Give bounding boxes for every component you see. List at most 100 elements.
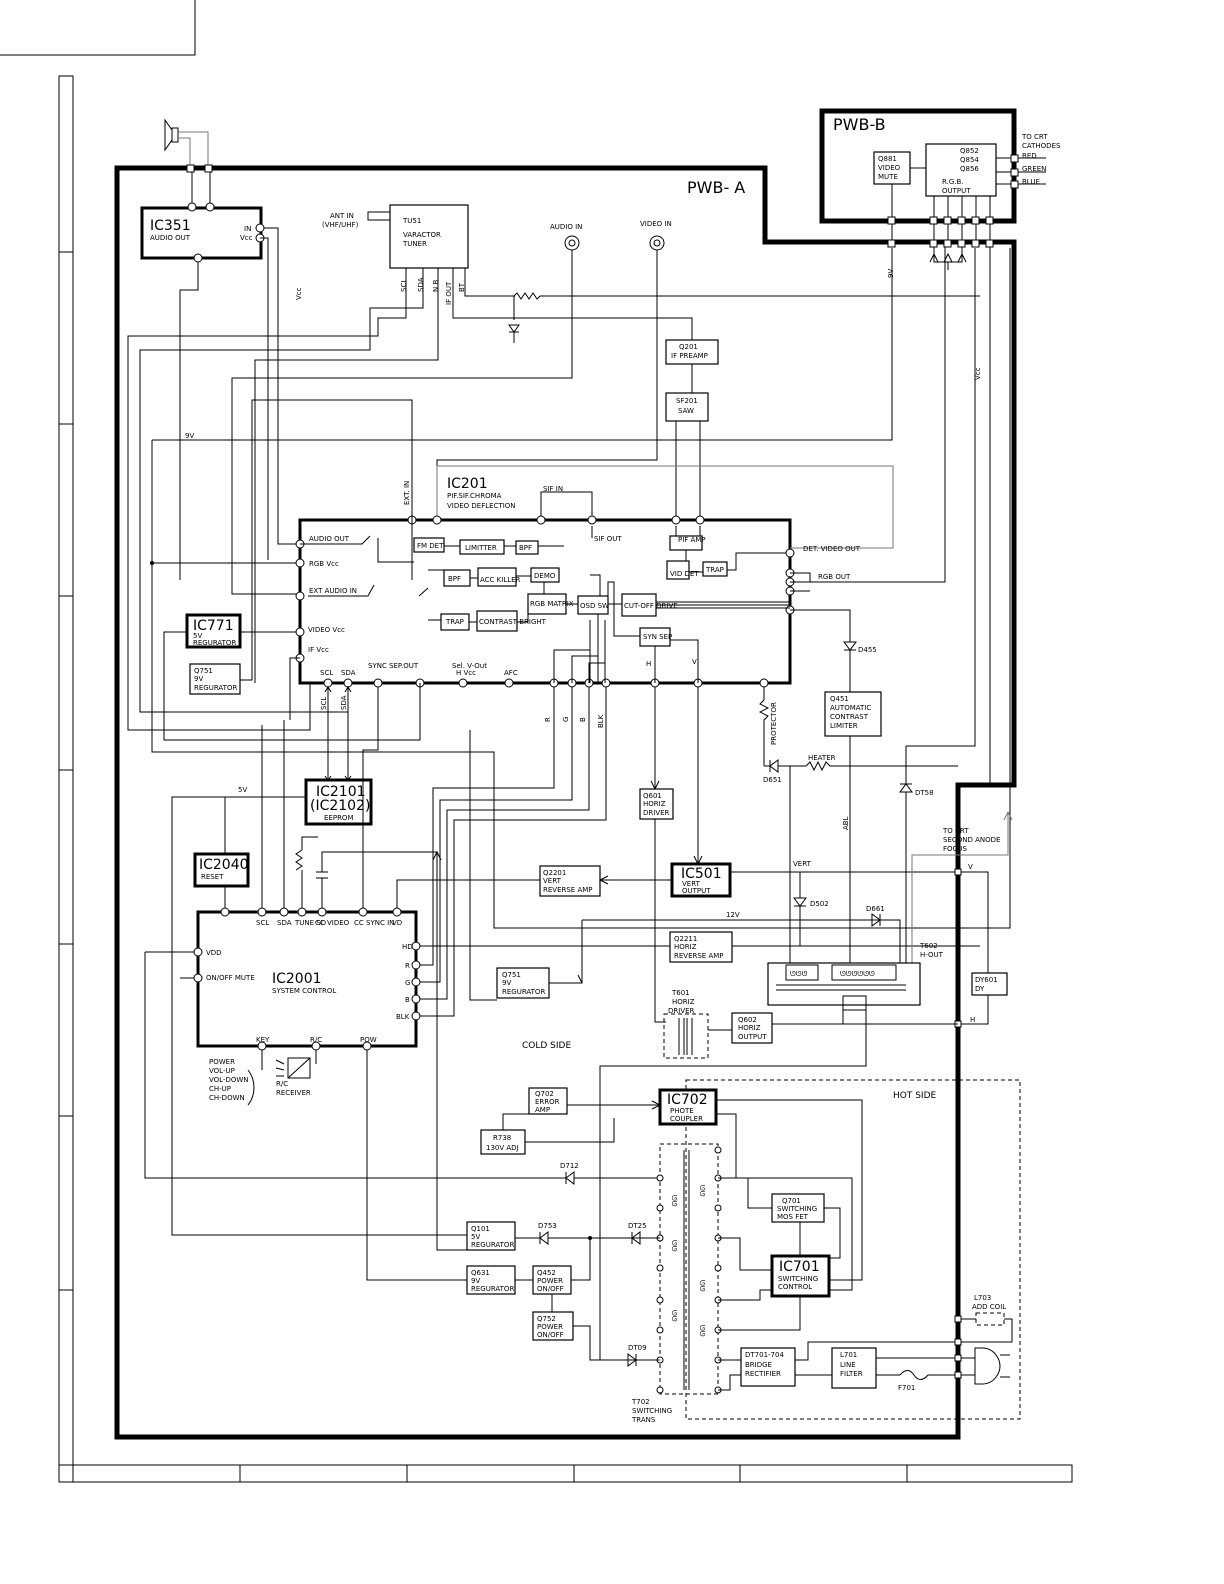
v-label-dy: V — [968, 863, 973, 871]
t602-block — [767, 962, 921, 1006]
tu51-block — [389, 204, 469, 269]
svg-text:9V: 9V — [502, 979, 511, 987]
svg-text:LIMITTER: LIMITTER — [465, 544, 497, 552]
svg-text:PHOTE: PHOTE — [670, 1107, 694, 1115]
svg-text:R: R — [544, 717, 552, 722]
d455-label: D455 — [858, 646, 877, 654]
svg-text:LINE: LINE — [840, 1361, 856, 1369]
svg-text:5V: 5V — [193, 632, 202, 640]
svg-text:IC701: IC701 — [779, 1259, 820, 1275]
svg-text:ERROR: ERROR — [535, 1098, 560, 1106]
crt-anode-label: FOCUS — [943, 845, 968, 853]
q601-block — [639, 788, 674, 820]
svg-text:TUNE SD: TUNE SD — [294, 919, 326, 927]
svg-text:CH-DOWN: CH-DOWN — [209, 1094, 245, 1102]
svg-text:VD: VD — [392, 919, 402, 927]
svg-text:POWER: POWER — [537, 1323, 563, 1331]
svg-text:BPF: BPF — [519, 544, 532, 552]
svg-text:130V ADJ: 130V ADJ — [486, 1144, 519, 1152]
svg-text:SYN SEP: SYN SEP — [643, 633, 672, 641]
vcc-label-vertical: Vcc — [974, 367, 982, 380]
q451-block — [824, 691, 882, 737]
svg-text:SCL: SCL — [320, 669, 333, 677]
svg-text:Q451: Q451 — [830, 695, 849, 703]
q201-name: Q201 — [679, 343, 698, 351]
svg-text:Q601: Q601 — [643, 792, 662, 800]
svg-text:ᘎᘎ: ᘎᘎ — [670, 1195, 678, 1207]
svg-text:G: G — [562, 717, 570, 722]
ic351-pin-in: IN — [244, 225, 251, 233]
svg-text:SDA: SDA — [417, 277, 425, 292]
svg-text:ᘎᘎ: ᘎᘎ — [670, 1240, 678, 1252]
t602-coil: ᘎᘎᘎ — [790, 970, 808, 978]
fm-det-block — [413, 537, 445, 553]
heater-label: HEATER — [808, 754, 836, 762]
q2201-block — [539, 865, 601, 897]
svg-text:ON/OFF MUTE: ON/OFF MUTE — [206, 974, 255, 982]
cold-side-label: COLD SIDE — [522, 1041, 571, 1051]
d651-label: D651 — [763, 776, 782, 784]
svg-text:REGURATOR: REGURATOR — [193, 639, 236, 647]
q852-block — [925, 143, 997, 197]
svg-text:N B: N B — [432, 280, 440, 292]
ic501-block — [670, 862, 732, 898]
svg-text:Q602: Q602 — [738, 1016, 757, 1024]
svg-text:BRIDGE: BRIDGE — [745, 1361, 772, 1369]
color-green: GREEN — [1022, 165, 1046, 173]
tuner-pins: SCL SDA N B IF OUT BT — [400, 277, 466, 305]
dt25-label: DT25 — [628, 1222, 647, 1230]
svg-text:Q751: Q751 — [194, 667, 213, 675]
svg-text:ᘎᘎ: ᘎᘎ — [670, 1310, 678, 1322]
h-label-dy: H — [970, 1016, 975, 1024]
svg-text:R.G.B.: R.G.B. — [942, 178, 964, 186]
ic2001-bottom-pins: KEY R/C POW — [256, 1036, 377, 1051]
svg-text:(IC2102): (IC2102) — [310, 798, 370, 814]
bottom-ruler-ticks — [239, 1465, 908, 1482]
svg-text:Q854: Q854 — [960, 156, 979, 164]
hot-side-label: HOT SIDE — [893, 1091, 937, 1101]
hot-side-area — [685, 1079, 1021, 1420]
d661-label: D661 — [866, 905, 885, 913]
ic201-sif-out: SIF OUT — [594, 535, 622, 543]
speaker-icon — [164, 118, 209, 168]
svg-text:AFC: AFC — [504, 669, 518, 677]
speaker-connector — [204, 164, 213, 173]
svg-text:H Vcc: H Vcc — [456, 669, 476, 677]
t702-name: T702 — [631, 1398, 650, 1406]
svg-text:BLK: BLK — [396, 1013, 410, 1021]
l703-name: L703 — [974, 1294, 991, 1302]
f701-label: F701 — [898, 1384, 915, 1392]
svg-text:REGURATOR: REGURATOR — [502, 988, 545, 996]
q2211-block — [669, 931, 733, 963]
svg-text:IF OUT: IF OUT — [445, 281, 453, 305]
svg-text:BT: BT — [458, 282, 466, 292]
svg-text:VOL-DOWN: VOL-DOWN — [209, 1076, 249, 1084]
rc-receiver-icon — [287, 1057, 311, 1079]
ic201-audio-out: AUDIO OUT — [309, 535, 350, 543]
9v-label-vertical: 9V — [887, 269, 895, 278]
svg-text:ᘎᘎ: ᘎᘎ — [698, 1325, 706, 1337]
d753-label: D753 — [538, 1222, 557, 1230]
q101-block — [466, 1221, 516, 1251]
contrast-bright-block — [476, 610, 518, 632]
q631-block — [466, 1265, 516, 1295]
svg-text:HORIZ: HORIZ — [738, 1024, 761, 1032]
svg-text:IC2101: IC2101 — [316, 784, 366, 800]
ic201-desc: PIF.SIF.CHROMA — [447, 492, 502, 500]
h-label: H — [646, 660, 651, 668]
svg-text:SWITCHING: SWITCHING — [777, 1205, 817, 1213]
q602-block — [731, 1012, 773, 1044]
svg-text:IC2040: IC2040 — [199, 857, 249, 873]
dy601-block — [971, 972, 1008, 996]
svg-text:Q2211: Q2211 — [674, 935, 697, 943]
ic2040-block — [193, 852, 250, 888]
ic351-desc: AUDIO OUT — [150, 234, 191, 242]
svg-text:SYNC SEP.OUT: SYNC SEP.OUT — [368, 662, 419, 670]
sf201-name: SF201 — [676, 397, 698, 405]
svg-text:OUTPUT: OUTPUT — [682, 887, 711, 895]
svg-text:R/C: R/C — [310, 1036, 322, 1044]
svg-text:ᘎᘎ: ᘎᘎ — [698, 1280, 706, 1292]
svg-text:AUTOMATIC: AUTOMATIC — [830, 704, 871, 712]
t702-windings: ᘎᘎ ᘎᘎ ᘎᘎ ᘎᘎ ᘎᘎ ᘎᘎ — [670, 1185, 706, 1337]
